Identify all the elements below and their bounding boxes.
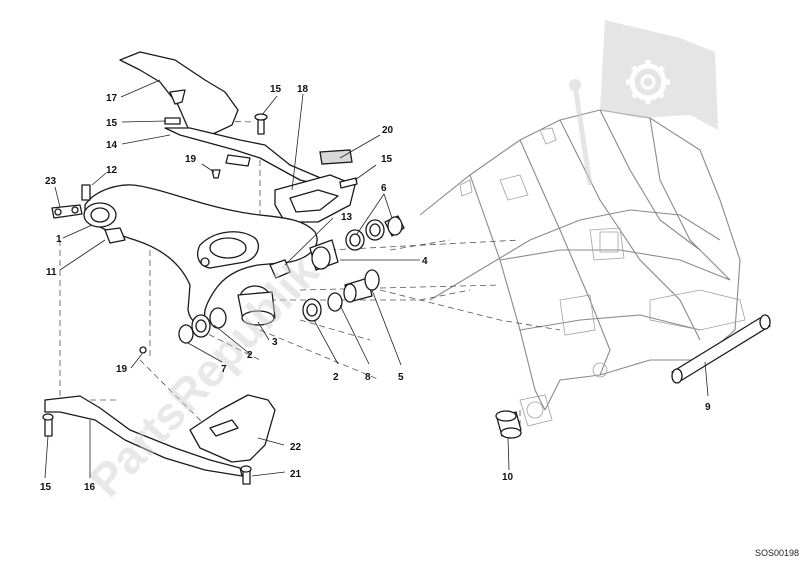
cover-plate-recess <box>289 189 339 213</box>
callout-13: 13 <box>341 212 353 223</box>
callout-19: 19 <box>185 154 197 165</box>
callout-9: 9 <box>705 402 711 413</box>
drawing-code: SOS00198 <box>755 548 799 558</box>
callout-15: 15 <box>381 154 393 165</box>
callout-6: 6 <box>381 183 387 194</box>
callout-16: 16 <box>84 482 96 493</box>
callout-17: 17 <box>106 93 118 104</box>
leader-lines <box>44 79 709 479</box>
callout-11: 11 <box>46 267 57 278</box>
label-sticker <box>319 149 353 165</box>
callout-3: 3 <box>272 337 278 348</box>
callout-10: 10 <box>502 472 514 483</box>
pivot-bush <box>495 410 522 439</box>
callout-20: 20 <box>382 125 394 136</box>
callout-19: 19 <box>116 364 128 375</box>
chain-guard-window <box>169 89 186 105</box>
callout-1: 1 <box>56 234 62 245</box>
callout-12: 12 <box>106 165 118 176</box>
callout-15: 15 <box>40 482 52 493</box>
pivot-shaft <box>671 314 771 384</box>
callout-4: 4 <box>422 256 428 267</box>
callout-18: 18 <box>297 84 309 95</box>
callout-2: 2 <box>333 372 339 383</box>
callout-21: 21 <box>290 469 302 480</box>
callout-5: 5 <box>398 372 404 383</box>
swingarm <box>83 184 318 327</box>
callout-8: 8 <box>365 372 371 383</box>
callout-23: 23 <box>45 176 57 187</box>
callout-2: 2 <box>247 350 253 361</box>
chain-slider <box>44 395 243 477</box>
callout-15: 15 <box>270 84 282 95</box>
gear-flag-icon <box>626 60 670 104</box>
callout-14: 14 <box>106 140 118 151</box>
motorcycle-frame <box>419 109 746 427</box>
callout-15: 15 <box>106 118 118 129</box>
guard-bracket-tab <box>225 154 251 167</box>
fasteners <box>42 113 405 485</box>
callouts: 1 2 2 3 4 5 6 7 8 9 10 11 12 13 14 15 15… <box>40 84 711 493</box>
lower-guard-slot <box>209 419 239 437</box>
callout-7: 7 <box>221 364 227 375</box>
callout-22: 22 <box>290 442 302 453</box>
